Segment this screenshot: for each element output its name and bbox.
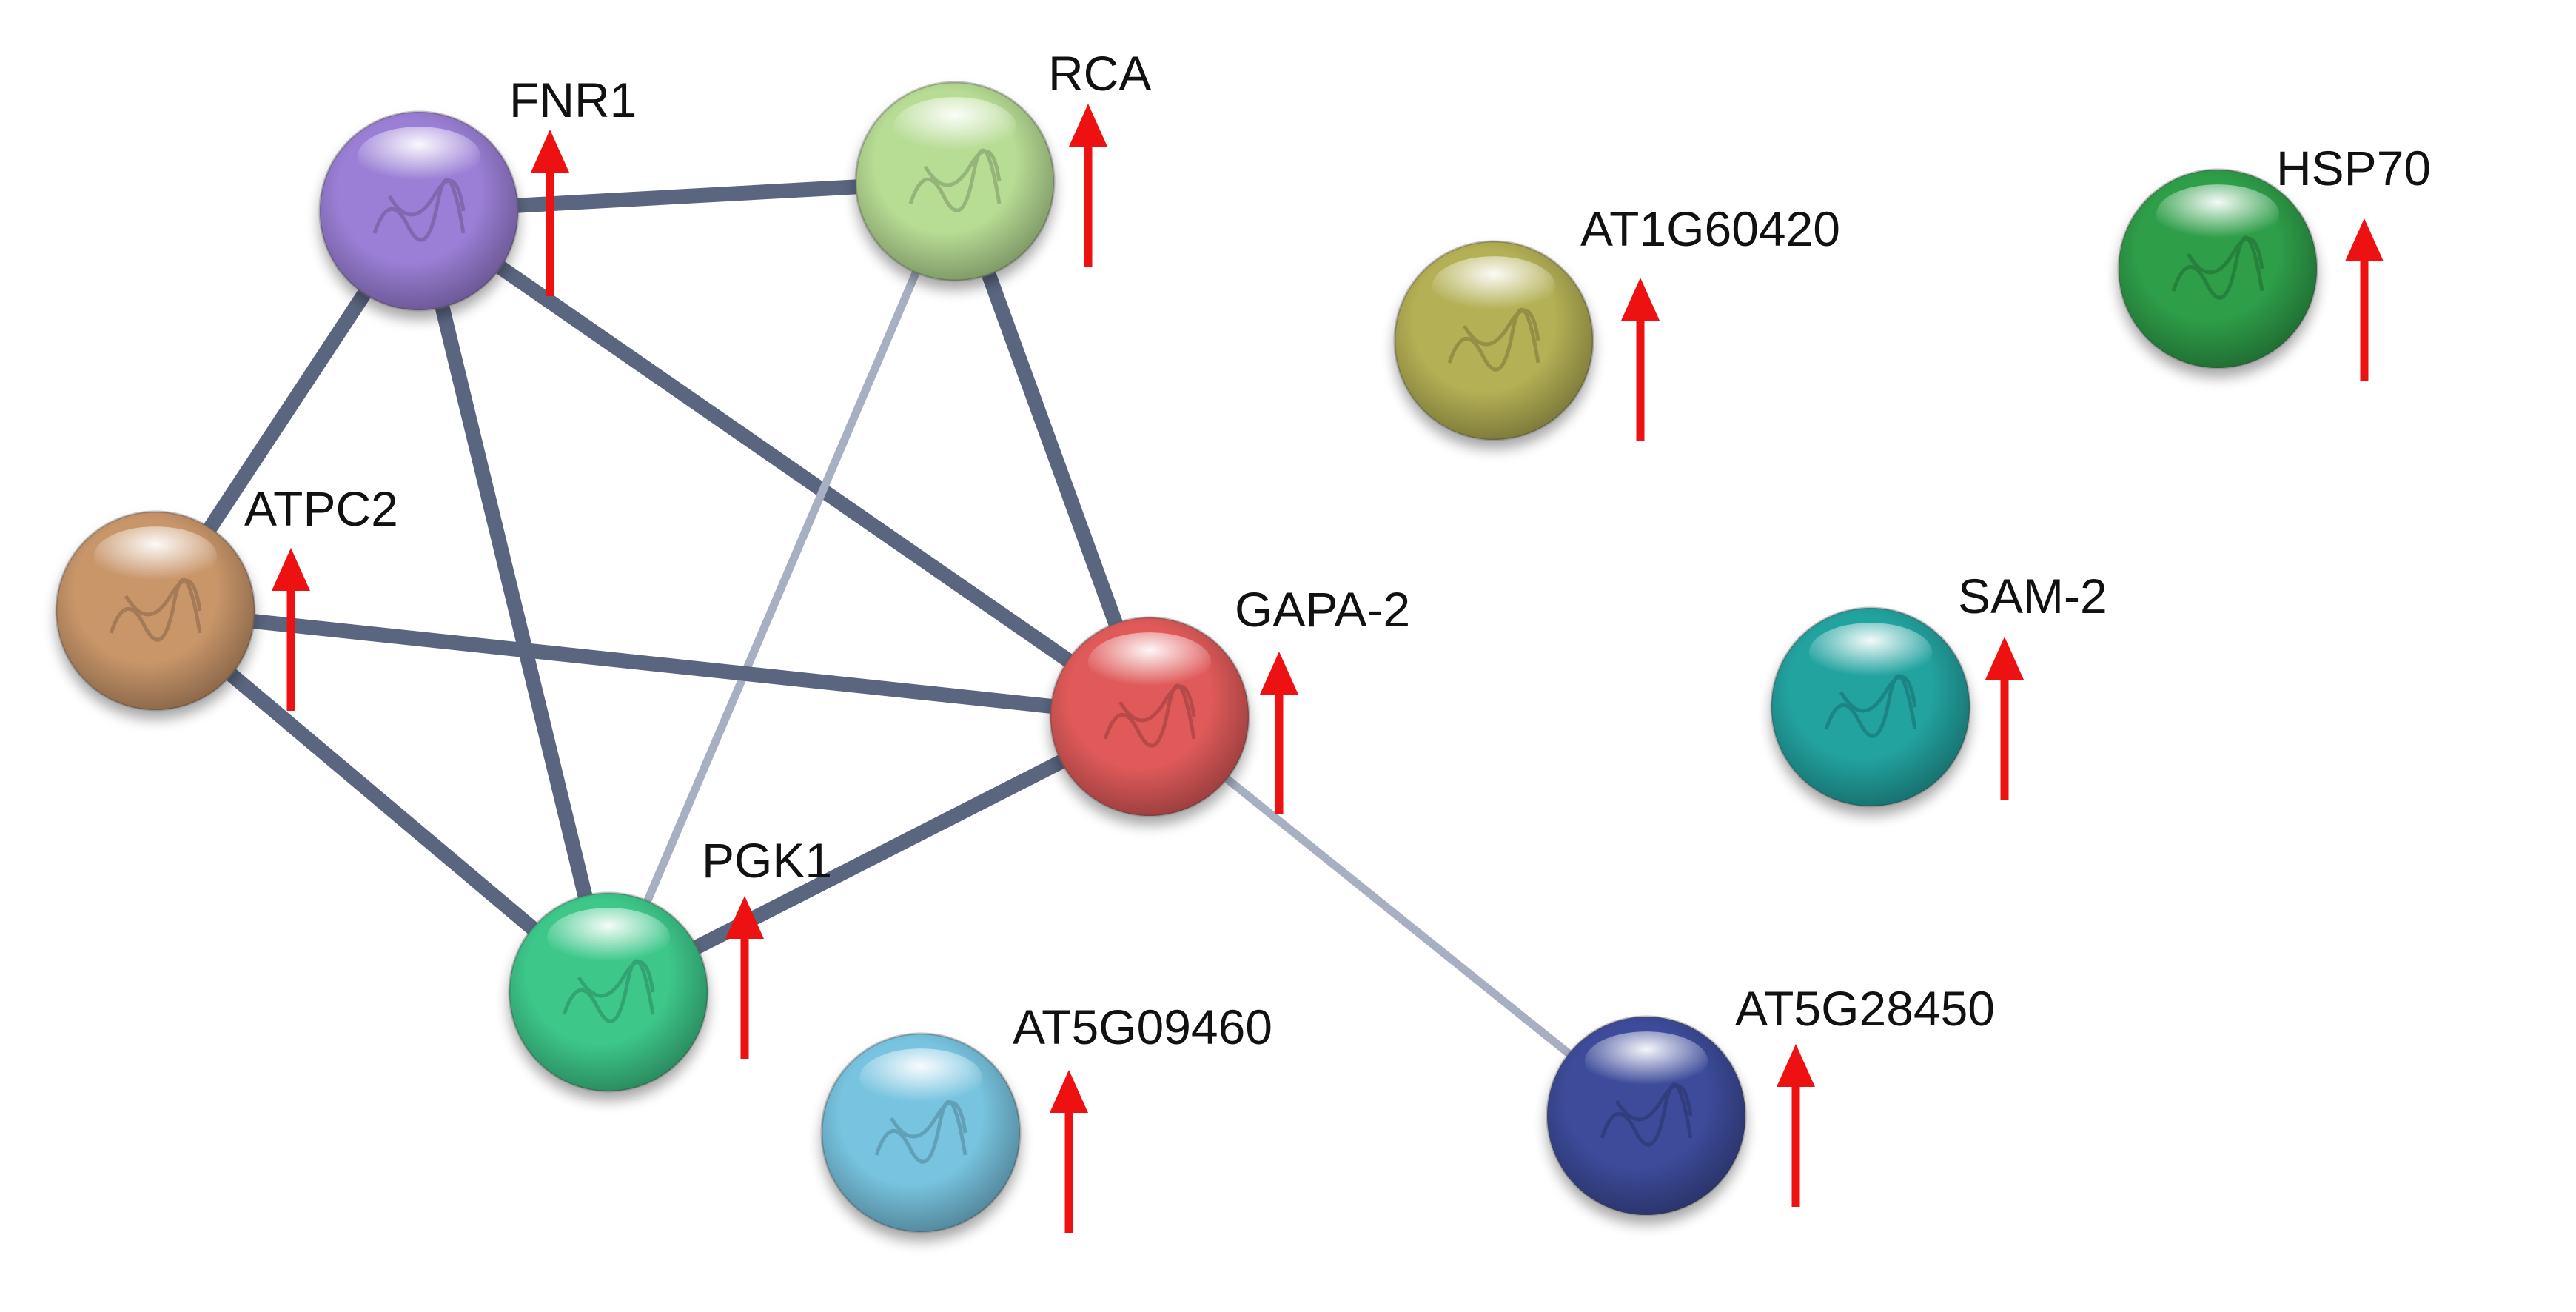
arrow-head [1050,1070,1088,1113]
edge-atpc2-gapa-2 [148,603,1157,724]
node-highlight [1808,623,1933,683]
protein-structure-icon [874,1100,967,1164]
protein-structure-icon [1600,1082,1693,1147]
node-highlight [859,1048,983,1108]
up-arrow-icon [272,548,310,711]
arrow-head [1985,637,2024,680]
arrow-head [2345,218,2384,261]
node-rca[interactable] [854,81,1056,282]
arrow-head [1069,104,1107,147]
protein-structure-icon [372,178,466,242]
node-atpc2[interactable] [55,510,256,712]
node-highlight [1432,256,1556,316]
label-hsp70: HSP70 [2276,141,2431,195]
protein-structure-icon [1103,683,1196,748]
arrow-head [272,548,310,591]
node-highlight [93,526,218,586]
label-gapa-2: GAPA-2 [1235,582,1410,637]
protein-structure-icon [908,148,1002,212]
protein-structure-icon [1824,674,1917,738]
arrows-layer [272,104,2384,1233]
protein-structure-icon [109,578,202,642]
edge-rca-pgk1 [604,177,959,997]
up-arrow-icon [1621,278,1660,441]
node-at1g60420[interactable] [1393,240,1594,441]
label-at5g28450: AT5G28450 [1735,981,1995,1036]
arrow-head [1621,278,1660,321]
up-arrow-icon [2345,218,2384,381]
up-arrow-icon [1050,1070,1088,1233]
up-arrow-icon [1260,652,1298,814]
up-arrow-icon [1777,1044,1815,1207]
protein-structure-icon [562,959,655,1023]
node-highlight [893,97,1017,157]
protein-structure-icon [1447,307,1540,372]
edge-pgk1-gapa-2 [601,709,1157,1000]
node-highlight [1087,632,1212,692]
node-gapa-2[interactable] [1049,616,1250,817]
up-arrow-icon [725,896,764,1059]
node-at5g09460[interactable] [820,1032,1022,1234]
arrow-head [725,896,764,939]
node-highlight [357,127,481,187]
edge-fnr1-gapa-2 [412,204,1157,724]
label-sam-2: SAM-2 [1958,569,2107,623]
node-sam-2[interactable] [1770,606,1971,808]
label-atpc2: ATPC2 [244,481,398,536]
label-at5g09460: AT5G09460 [1013,1000,1272,1054]
arrow-head [531,130,569,173]
node-highlight [546,908,671,968]
up-arrow-icon [1069,104,1107,267]
label-rca: RCA [1048,46,1151,101]
node-highlight [2156,184,2280,244]
label-pgk1: PGK1 [702,833,832,888]
arrow-head [1777,1044,1815,1087]
label-at1g60420: AT1G60420 [1580,201,1840,256]
label-fnr1: FNR1 [509,73,637,127]
arrow-head [1260,652,1298,695]
node-hsp70[interactable] [2117,168,2318,369]
node-pgk1[interactable] [508,891,709,1093]
protein-structure-icon [2171,235,2264,300]
node-highlight [1584,1031,1708,1091]
up-arrow-icon [531,130,569,296]
node-fnr1[interactable] [318,110,520,312]
up-arrow-icon [1985,637,2024,800]
nodes-layer [55,81,2318,1234]
node-at5g28450[interactable] [1546,1015,1747,1216]
edge-fnr1-pgk1 [412,204,616,1000]
edge-gapa-2-at5g28450 [1145,712,1651,1120]
